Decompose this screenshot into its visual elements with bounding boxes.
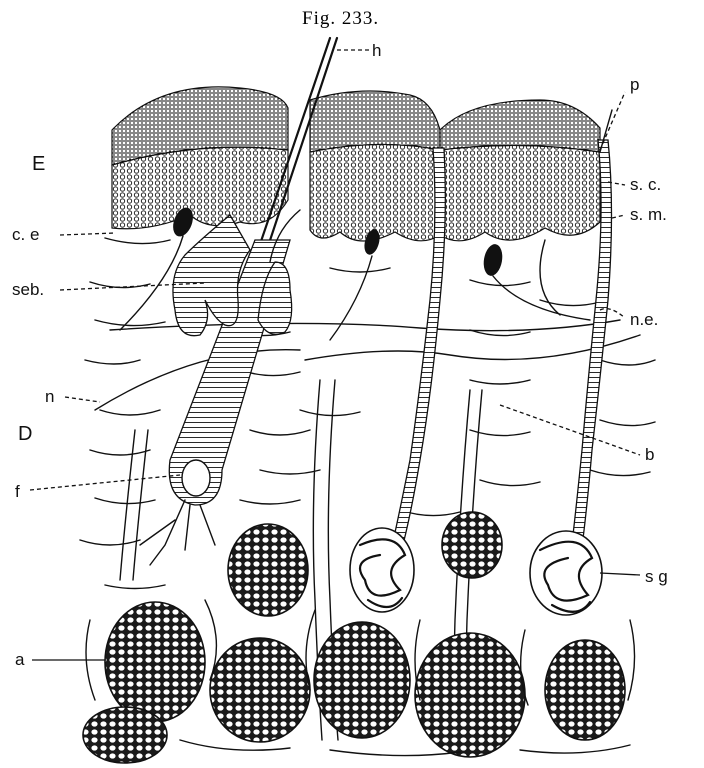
label-p: p	[630, 75, 639, 94]
label-f: f	[15, 482, 20, 501]
sebaceous-gland	[173, 210, 300, 336]
figure-title: Fig. 233.	[302, 8, 379, 29]
stratum-mucosum	[440, 145, 600, 240]
label-E: E	[32, 153, 45, 175]
stratum-corneum	[440, 100, 600, 152]
stratum-corneum	[310, 91, 440, 152]
label-s-g: s g	[645, 567, 668, 586]
label-h: h	[372, 41, 381, 60]
fat-lobule	[442, 512, 502, 578]
stratum-mucosum	[310, 144, 440, 241]
nerve-plexus	[95, 320, 640, 410]
fat-lobule	[415, 633, 525, 757]
label-s-c: s. c.	[630, 175, 661, 194]
fat-lobule	[83, 707, 167, 763]
fat-lobule	[545, 640, 625, 740]
label-a: a	[15, 650, 25, 669]
label-D: D	[18, 423, 32, 445]
fat-lobule	[314, 622, 410, 738]
label-n: n	[45, 387, 54, 406]
label-seb: seb.	[12, 280, 44, 299]
label-n-e: n.e.	[630, 310, 658, 329]
fat-lobule	[105, 602, 205, 722]
hair-papilla	[182, 460, 210, 496]
stratum-mucosum	[112, 147, 288, 229]
label-s-m: s. m.	[630, 205, 667, 224]
fat-lobule	[210, 638, 310, 742]
label-c-e: c. e	[12, 225, 39, 244]
label-b: b	[645, 445, 654, 464]
fat-lobule	[228, 524, 308, 616]
